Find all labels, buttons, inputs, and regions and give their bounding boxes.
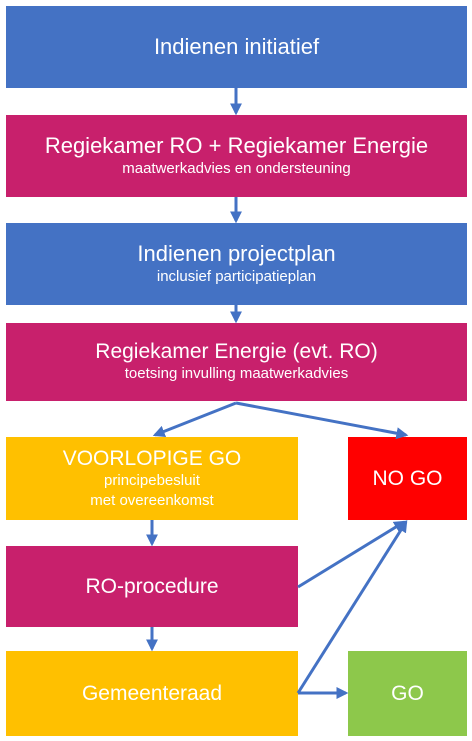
ro-procedure-box: RO-procedure	[6, 546, 298, 627]
voorlopige-go-box: VOORLOPIGE GO principebesluit met overee…	[6, 437, 298, 520]
ro-procedure-title: RO-procedure	[85, 574, 219, 598]
step-title: Indienen initiatief	[153, 33, 320, 59]
step-indienen-projectplan: Indienen projectplan inclusief participa…	[6, 223, 467, 305]
gemeenteraad-box: Gemeenteraad	[6, 651, 298, 736]
step-title: Indienen projectplan	[137, 240, 336, 266]
arrow-gemeenteraad-nogo	[296, 519, 408, 694]
no-go-title: NO GO	[372, 466, 443, 490]
arrow-step4-voorlopig	[152, 401, 237, 438]
go-title: GO	[391, 681, 424, 705]
voorlopige-go-line2: met overeenkomst	[90, 492, 214, 510]
step-subtitle: maatwerkadvies en ondersteuning	[122, 160, 351, 178]
arrow-ro-nogo	[297, 520, 407, 589]
gemeenteraad-title: Gemeenteraad	[81, 681, 223, 705]
step-regiekamer-ro-energie: Regiekamer RO + Regiekamer Energie maatw…	[6, 115, 467, 197]
step-subtitle: toetsing invulling maatwerkadvies	[124, 365, 349, 383]
go-box: GO	[348, 651, 467, 736]
no-go-box: NO GO	[348, 437, 467, 520]
arrow-step4-nogo	[235, 401, 409, 440]
step-title: Regiekamer Energie (evt. RO)	[95, 340, 378, 364]
voorlopige-go-line1: principebesluit	[104, 471, 200, 489]
step-title: Regiekamer RO + Regiekamer Energie	[44, 132, 429, 158]
step-regiekamer-energie: Regiekamer Energie (evt. RO) toetsing in…	[6, 323, 467, 401]
step-subtitle: inclusief participatieplan	[156, 268, 317, 286]
voorlopige-go-title: VOORLOPIGE GO	[62, 446, 242, 470]
step-indienen-initiatief: Indienen initiatief	[6, 6, 467, 88]
